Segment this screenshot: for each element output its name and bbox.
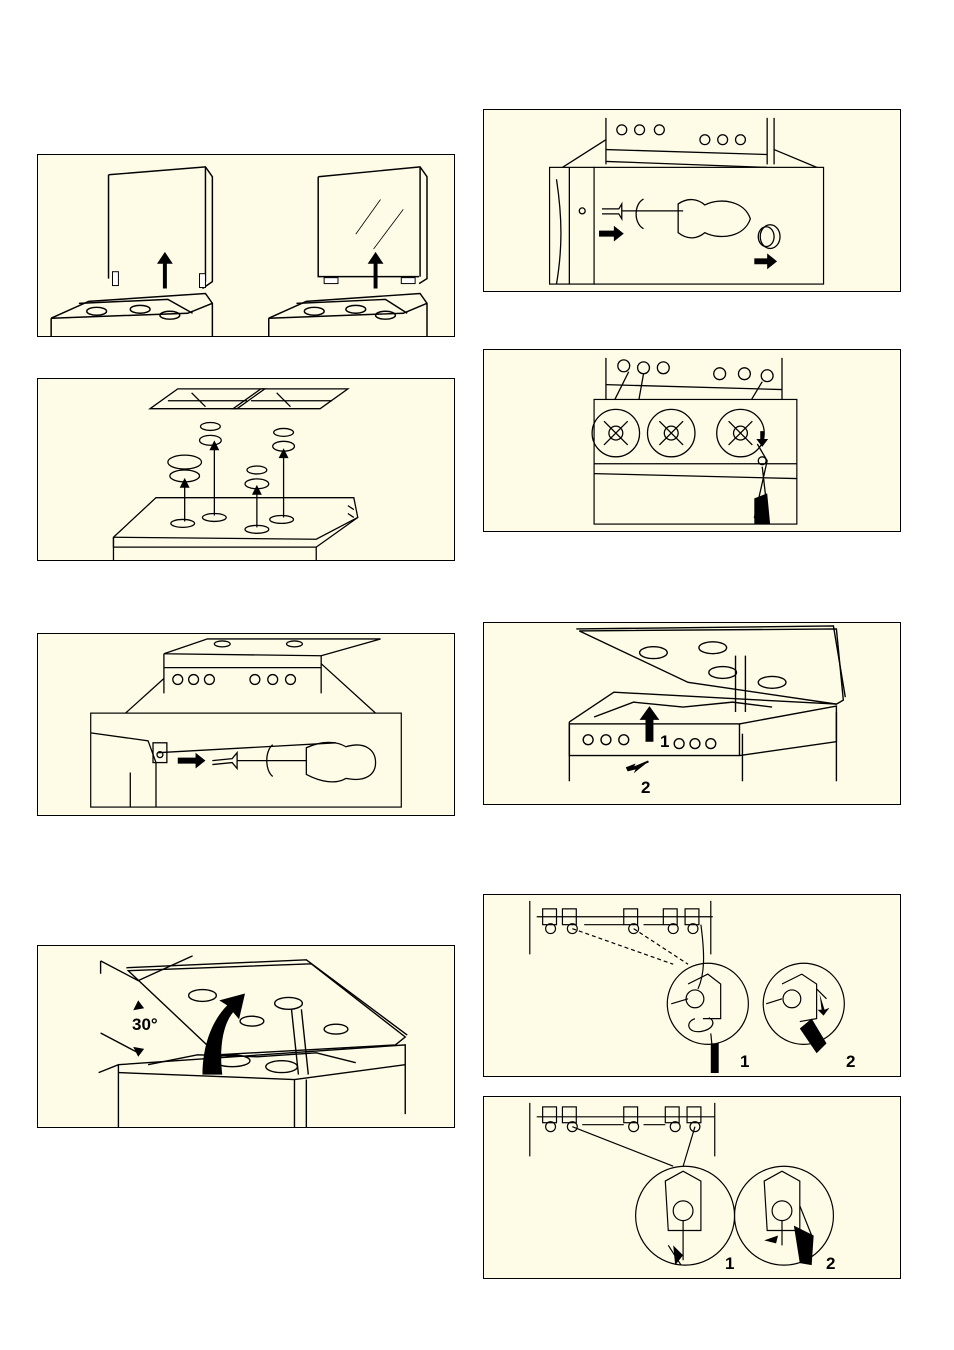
figure-front-panel-screw	[483, 109, 901, 292]
step-label-2: 2	[641, 779, 650, 796]
lid-removal-illustration	[38, 155, 454, 336]
step-label-1: 1	[725, 1255, 734, 1272]
figure-lid-removal	[37, 154, 455, 337]
valve-detach-illustration	[484, 895, 900, 1076]
step-label-2: 2	[826, 1255, 835, 1272]
step-label-1: 1	[740, 1053, 749, 1070]
figure-burner-removal	[37, 378, 455, 561]
figure-valve-refit: 1 2	[483, 1096, 901, 1279]
front-panel-screw-illustration	[484, 110, 900, 291]
figure-valve-detach: 1 2	[483, 894, 901, 1077]
figure-side-screw	[37, 633, 455, 816]
step-label-1: 1	[660, 733, 669, 750]
step-label-2: 2	[846, 1053, 855, 1070]
side-screw-illustration	[38, 634, 454, 815]
knob-screws-illustration	[484, 350, 900, 531]
figure-hob-lift: 1 2	[483, 622, 901, 805]
figure-hob-raise: 30°	[37, 945, 455, 1128]
angle-label: 30°	[132, 1016, 158, 1033]
hob-lift-illustration	[484, 623, 900, 804]
hob-raise-illustration	[38, 946, 454, 1127]
valve-refit-illustration	[484, 1097, 900, 1278]
figure-knob-screws	[483, 349, 901, 532]
burner-removal-illustration	[38, 379, 454, 560]
